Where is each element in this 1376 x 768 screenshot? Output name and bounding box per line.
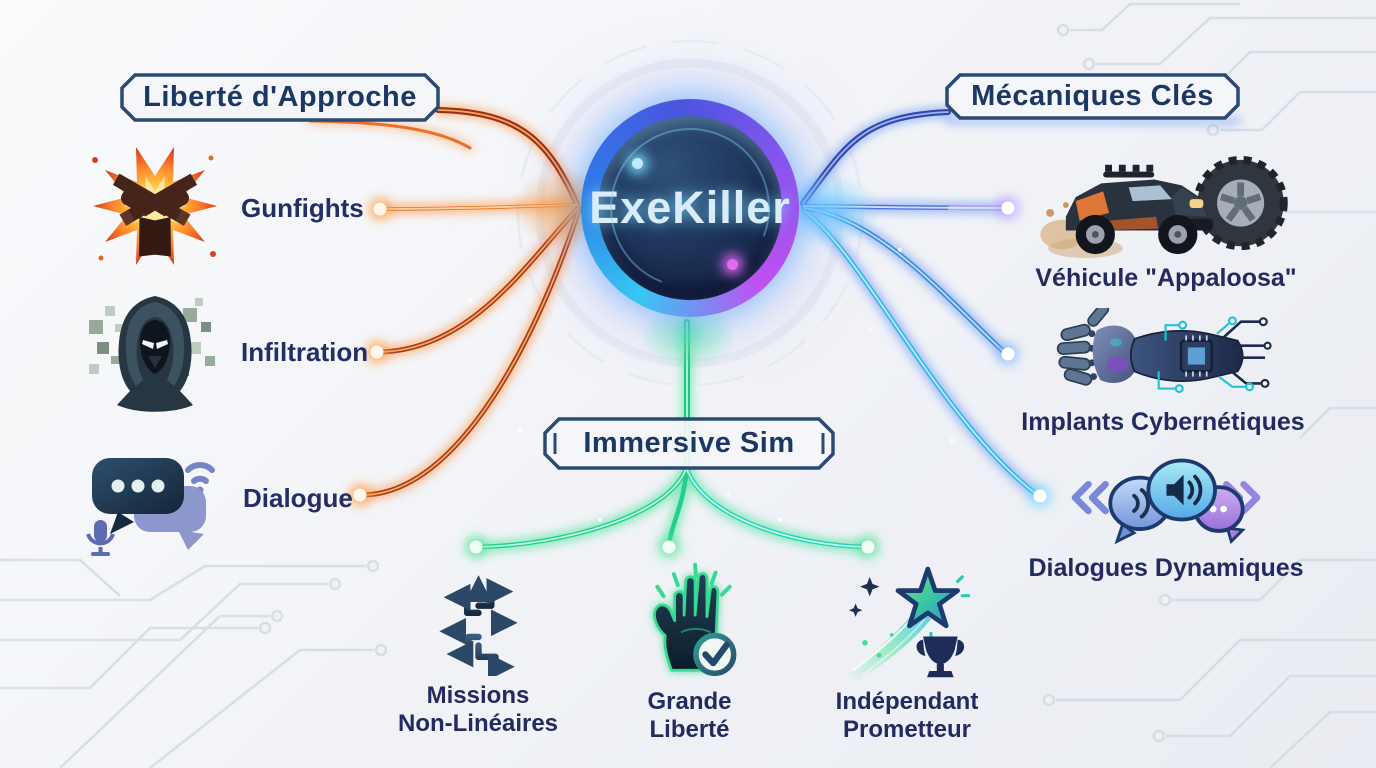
node-glow-dot-magenta — [727, 259, 738, 270]
header-frame — [120, 73, 440, 122]
right-item-dialogues: Dialogues Dynamiques — [1028, 450, 1304, 583]
left-item-gunfights: Gunfights — [85, 146, 364, 271]
central-node: ExeKiller — [581, 99, 799, 317]
item-label: Dialogue — [243, 482, 353, 513]
header-frame — [945, 73, 1240, 120]
item-label: Infiltration — [241, 336, 369, 367]
item-label: Dialogues Dynamiques — [1028, 554, 1304, 582]
right-item-vehicle: Véhicule "Appaloosa" — [1028, 152, 1304, 293]
dynamic-speech-bubbles-icon — [1071, 458, 1261, 545]
bottom-header-label: Immersive Sim — [583, 427, 795, 459]
open-hand-checkmark-icon — [652, 562, 736, 677]
shooting-star-trophy-icon — [843, 566, 971, 682]
central-node-face: ExeKiller — [589, 116, 790, 300]
central-node-title: ExeKiller — [589, 182, 791, 233]
crossed-pistols-explosion-icon — [92, 147, 217, 265]
branching-arrows-icon — [438, 575, 518, 676]
speech-bubbles-microphone-icon — [86, 458, 215, 556]
left-item-dialogue: Dialogue — [82, 438, 353, 558]
left-item-infiltration: Infiltration — [85, 292, 368, 412]
bottom-branch-header: Immersive Sim — [543, 417, 835, 470]
left-branch-header: Liberté d'Approche — [120, 73, 440, 122]
header-frame — [543, 417, 835, 470]
item-label: Véhicule "Appaloosa" — [1035, 264, 1297, 292]
left-header-label: Liberté d'Approche — [143, 81, 417, 113]
branch-endpoint-dots — [348, 196, 1052, 559]
right-item-implants: Implants Cybernétiques — [1018, 308, 1308, 437]
right-header-label: Mécaniques Clés — [971, 80, 1214, 112]
cybernetic-arm-chip-icon — [1056, 308, 1272, 394]
offroad-vehicle-tire-icon — [1040, 155, 1288, 259]
node-glow-dot-cyan — [632, 158, 643, 169]
item-label: Implants Cybernétiques — [1021, 408, 1305, 436]
hooded-figure-camo-icon — [89, 296, 215, 412]
right-branch-header: Mécaniques Clés — [945, 73, 1240, 120]
item-label: Gunfights — [241, 193, 364, 223]
